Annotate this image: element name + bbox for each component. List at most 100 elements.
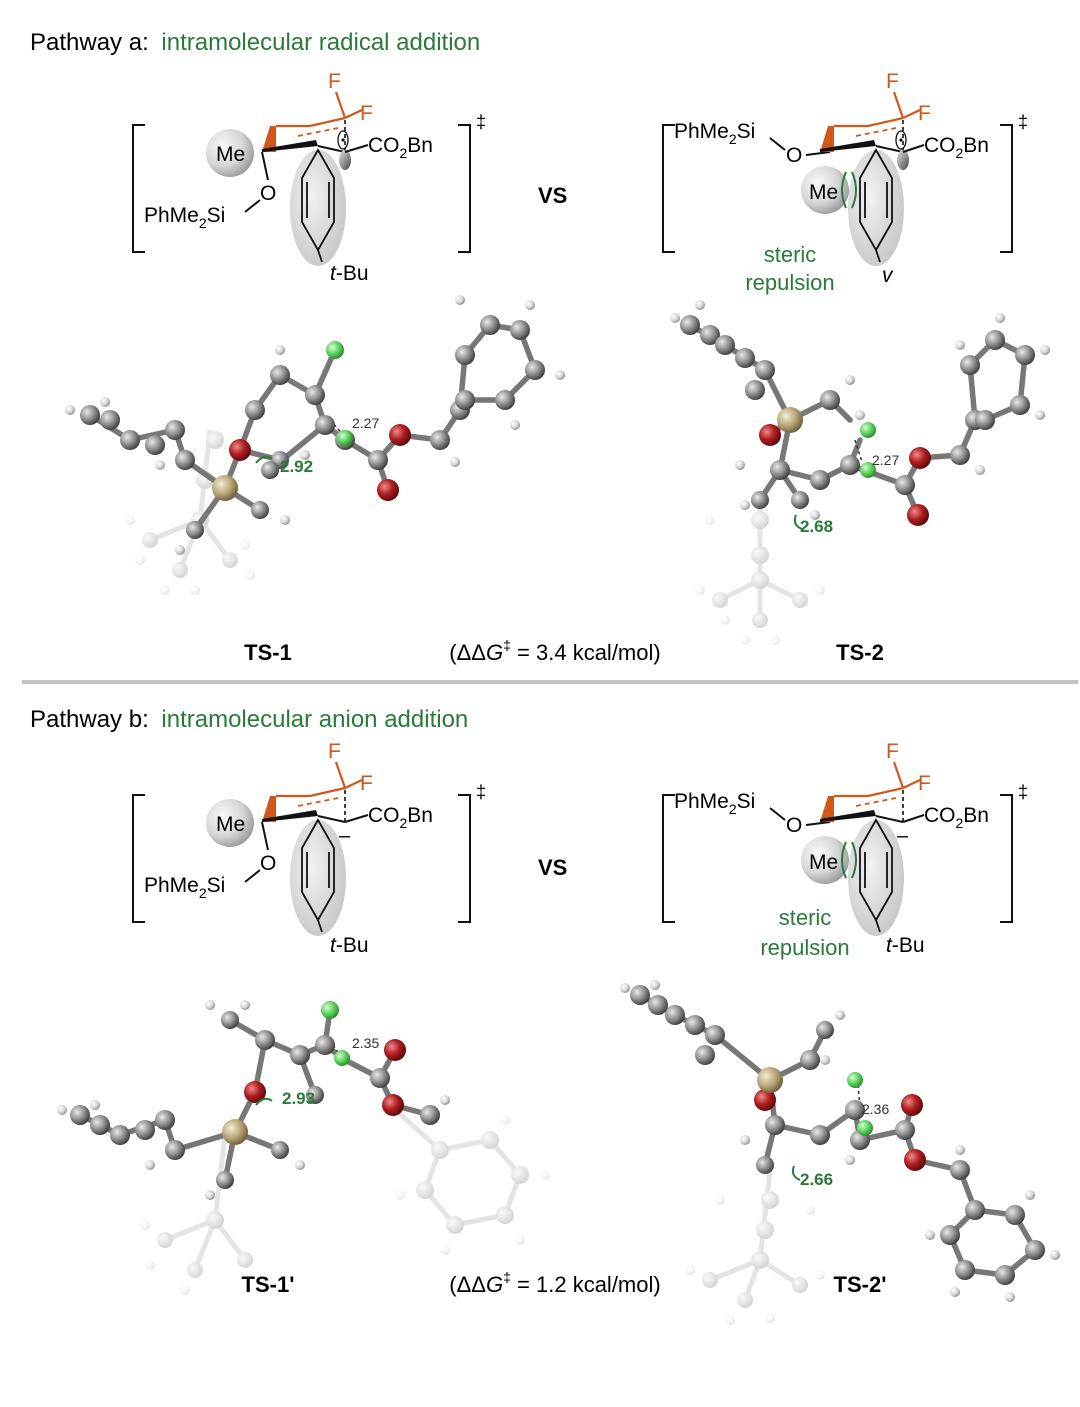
methyl-label: Me [216, 813, 245, 836]
cf-bond-1 [334, 761, 347, 789]
ts1-prime-label: TS-1' [242, 1272, 295, 1297]
energy-difference-b: (ΔΔG‡ = 1.2 kcal/mol) [449, 1269, 660, 1297]
wedge-bond [262, 126, 276, 152]
steric-label-line2: repulsion [760, 935, 849, 960]
distance-label-hh: 2.68 [800, 517, 833, 536]
steric-label-line1: steric [764, 242, 817, 267]
section-divider [22, 680, 1078, 684]
alkene-bond [309, 786, 346, 798]
truncated-tbu-label: v [882, 264, 894, 287]
orbital-lobe-bottom [897, 150, 909, 170]
co-bond [261, 821, 269, 851]
ts1-label: TS-1 [244, 640, 292, 665]
ring-bond [875, 145, 904, 153]
distance-label-oh: 2.93 [282, 1089, 315, 1108]
cf-bond-2 [344, 109, 363, 119]
distance-label-cf: 2.36 [862, 1101, 889, 1117]
silyl-label: PhMe2Si [674, 120, 755, 147]
cf-bond-2 [902, 109, 921, 119]
bracket-right [458, 124, 471, 253]
distance-label-cf: 2.35 [352, 1035, 379, 1051]
cf-bond-2 [344, 779, 363, 789]
distance-arrow [255, 455, 273, 464]
pathway-a-section: Pathway a: intramolecular radical additi… [30, 29, 1050, 665]
dagger-symbol: ‡ [1018, 782, 1028, 802]
alkene-bond [867, 116, 904, 128]
faded-tbu-part [685, 1169, 825, 1325]
alkene-dashed [855, 127, 897, 137]
pathway-a-header: Pathway a: intramolecular radical additi… [30, 29, 480, 56]
aryl-ring [301, 148, 335, 263]
faded-tbu-part [695, 500, 825, 645]
bracket-left [132, 794, 145, 923]
aryl-highlight [848, 150, 904, 266]
alkene-dashed [297, 127, 339, 137]
bracket-left [132, 124, 145, 253]
oxygen-label: O [260, 182, 276, 205]
model-ts2: 2.27 2.68 TS-2 [670, 300, 1050, 665]
silyl-label: PhMe2Si [144, 204, 225, 231]
aryl-highlight [290, 150, 346, 266]
wedge-bond [262, 796, 276, 822]
oxygen-label: O [260, 852, 276, 875]
distance-label-cf: 2.27 [352, 415, 379, 431]
distance-arrow [793, 514, 803, 530]
atoms [670, 300, 1050, 526]
aryl-highlight [848, 820, 904, 936]
fluorine-label-2: F [918, 102, 931, 125]
faded-tbu-part [140, 1103, 550, 1295]
ring-bond [875, 815, 904, 823]
orbital-lobe-top [895, 130, 907, 150]
sio-bond [769, 137, 786, 151]
methyl-highlight [206, 129, 254, 177]
methyl-highlight [801, 836, 849, 884]
cf-bond-1 [892, 91, 905, 119]
ester-bond [344, 144, 369, 153]
pathway-b-label: Pathway b: [30, 706, 149, 733]
radical-dot [899, 138, 903, 142]
steric-clash-marks [841, 841, 857, 879]
anion-charge: – [339, 825, 351, 847]
forming-bond-dashed [854, 439, 863, 463]
pathway-b-header: Pathway b: intramolecular anion addition [30, 706, 468, 733]
distance-arrow [255, 1097, 273, 1106]
methyl-highlight [206, 799, 254, 847]
bracket-left [662, 124, 675, 253]
ester-label: CO2Bn [368, 134, 433, 161]
pathway-b-section: Pathway b: intramolecular anion addition… [30, 706, 1060, 1325]
ester-bond [902, 144, 925, 153]
cf-bond-1 [334, 91, 347, 119]
distance-label-oh: 2.92 [280, 457, 313, 476]
scheme-ts2: ‡ PhMe2Si O Me F F [662, 70, 1028, 295]
oc-bond [805, 151, 831, 156]
bracket-right [1000, 124, 1013, 253]
alkene-bond [867, 786, 904, 798]
ester-label: CO2Bn [924, 134, 989, 161]
distance-arrow [791, 1165, 801, 1181]
atoms [57, 1000, 450, 1200]
atoms [620, 980, 1060, 1302]
wedge-bond [820, 796, 834, 822]
faded-tbu-part [125, 429, 255, 595]
atoms [65, 295, 565, 555]
steric-label-line1: steric [779, 905, 832, 930]
alkene-dashed [855, 797, 897, 807]
radical-dot [341, 138, 345, 142]
anion-charge: – [897, 825, 909, 847]
aryl-ring [859, 148, 893, 263]
oc-bond [805, 821, 831, 826]
distance-label-hh: 2.66 [800, 1170, 833, 1189]
dagger-symbol: ‡ [476, 112, 486, 132]
bold-bond [262, 810, 318, 822]
distance-label-cf: 2.27 [872, 452, 899, 468]
scheme-ts1-prime: ‡ Me F F – CO2Bn O PhMe2Si [132, 740, 486, 957]
fluorine-label-1: F [328, 70, 341, 93]
dagger-symbol: ‡ [476, 782, 486, 802]
ester-label: CO2Bn [924, 804, 989, 831]
model-ts1-prime: 2.35 2.93 TS-1' [57, 1000, 550, 1297]
pathway-b-description: intramolecular anion addition [161, 706, 468, 733]
alkene-dashed [297, 797, 339, 807]
wedge-bond [820, 126, 834, 152]
oxygen-label: O [786, 814, 802, 837]
